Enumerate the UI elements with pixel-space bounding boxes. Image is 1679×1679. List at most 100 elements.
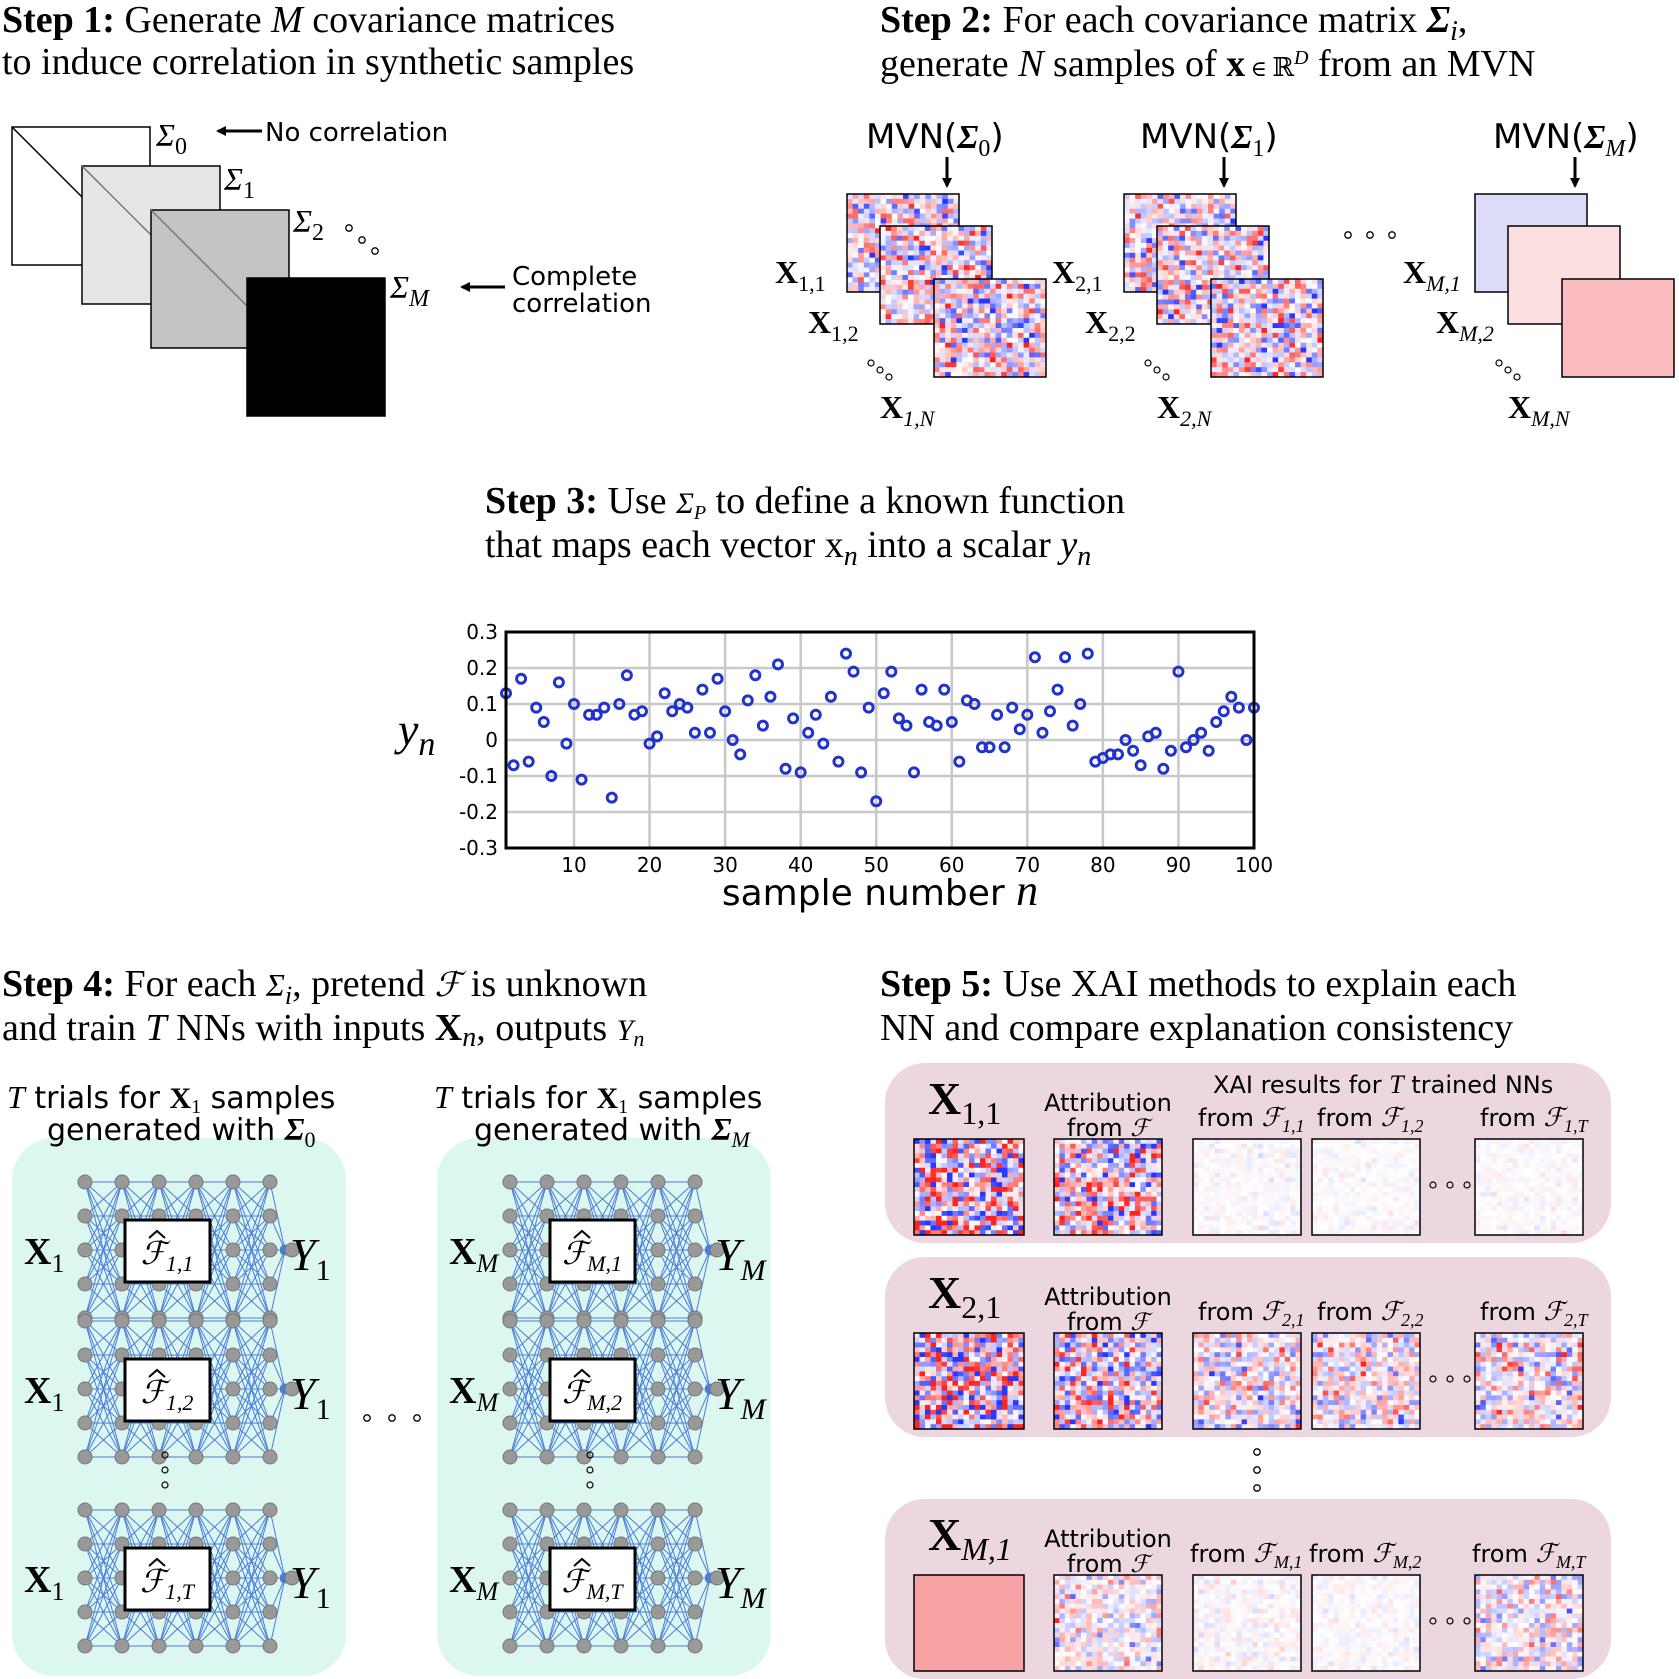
nn-node: [502, 1638, 518, 1654]
xai-result-heatmap-border: [1474, 1574, 1584, 1672]
xai-result-heatmap-border: [1192, 1332, 1302, 1430]
x-tick-label: 20: [637, 853, 662, 877]
y-tick-label: -0.2: [459, 800, 498, 824]
nn-node: [114, 1174, 130, 1190]
panel-title-line1: T trials for X1 samples: [434, 1079, 762, 1118]
ellipsis-dot: [161, 1481, 169, 1489]
xai-result-heatmap-border: [1311, 1332, 1421, 1430]
sigmaM-label: ΣM: [389, 269, 431, 312]
step5-title-line1: Step 5: Use XAI methods to explain each: [880, 963, 1516, 1005]
x-tick-label: 70: [1015, 853, 1040, 877]
nn-node: [650, 1638, 666, 1654]
data-point: [636, 705, 648, 718]
data-point: [681, 701, 694, 714]
ellipsis-dot: [885, 373, 893, 381]
nn-node: [502, 1536, 518, 1552]
hat-icon: [573, 1557, 591, 1567]
nn-node: [225, 1638, 241, 1654]
data-point: [704, 726, 716, 739]
nn-node: [650, 1347, 666, 1363]
nn-node: [502, 1174, 518, 1190]
data-point: [1202, 744, 1215, 757]
nn-node: [225, 1449, 241, 1465]
sample-label-n: XM,N: [1508, 389, 1571, 431]
data-point: [620, 669, 633, 682]
nn-node: [262, 1313, 278, 1329]
nn-output-node: [284, 1381, 300, 1397]
ellipsis-dot: [586, 1451, 594, 1459]
nn-input-label: X1: [24, 1231, 64, 1278]
data-point: [1006, 701, 1019, 714]
nn-node: [687, 1313, 703, 1329]
data-point: [809, 708, 822, 721]
nn-node: [77, 1536, 93, 1552]
x-axis-label-visual: sample number n: [722, 866, 1038, 915]
step1-m: M: [270, 0, 305, 41]
xai-sample-matrix: [913, 1574, 1025, 1672]
nn-node: [114, 1502, 130, 1518]
data-point: [1195, 726, 1208, 739]
ellipsis-dot: [358, 236, 366, 244]
data-point: [1225, 690, 1238, 703]
data-point: [824, 690, 837, 703]
step4-section: Step 4: For each Σi, pretend ℱ is unknow…: [2, 963, 771, 1676]
nn-node: [77, 1276, 93, 1292]
data-point: [643, 737, 656, 750]
nn-node: [262, 1208, 278, 1224]
panel-title-line1: T trials for X1 samples: [7, 1079, 335, 1118]
step3-section: Step 3: Use ΣP to define a known functio…: [394, 480, 1273, 915]
nn-node: [77, 1313, 93, 1329]
data-point: [885, 665, 898, 678]
nn-node: [539, 1638, 555, 1654]
step2-section: Step 2: For each covariance matrix Σi, g…: [775, 0, 1675, 431]
data-point: [590, 708, 603, 721]
sample-heatmap: [933, 278, 1047, 378]
nn-node: [687, 1381, 703, 1397]
nn-node: [613, 1174, 629, 1190]
nn-output-label: YM: [715, 1229, 768, 1287]
ellipsis-dot: [586, 1466, 594, 1474]
attribution-heatmap: [1053, 1574, 1163, 1672]
data-point: [560, 737, 573, 750]
nn-output-node: [709, 1570, 725, 1586]
nn-output-node: [709, 1242, 725, 1258]
nn-node: [502, 1381, 518, 1397]
ellipsis-dot: [1144, 359, 1152, 367]
model-label: ℱM,1: [562, 1235, 622, 1276]
data-point: [998, 741, 1011, 754]
x-tick-label: 30: [712, 853, 737, 877]
model-box: [548, 1357, 637, 1423]
data-point: [605, 791, 618, 804]
xai-sample-heatmap: [913, 1138, 1025, 1236]
data-point: [1044, 705, 1056, 718]
attribution-label-1: Attribution: [1044, 1525, 1172, 1553]
step2-ellipsis-dots: [1344, 231, 1396, 239]
sample-heatmap-border: [1210, 278, 1324, 378]
data-point: [817, 737, 830, 750]
step5-title-line2: NN and compare explanation consistency: [880, 1007, 1513, 1049]
data-point: [945, 716, 958, 728]
data-point: [1074, 698, 1087, 710]
nn-node: [262, 1570, 278, 1586]
nn-input-label: X1: [24, 1370, 64, 1417]
xai-result-heatmap: [1474, 1138, 1584, 1236]
mvn-label-2: MVN(ΣM): [1493, 117, 1639, 162]
xai-sample-heatmap-border: [913, 1332, 1025, 1430]
data-point: [877, 687, 890, 700]
mvn-group-2: MVN(ΣM)XM,1XM,2XM,N: [1403, 117, 1675, 431]
data-point: [1021, 708, 1034, 721]
ellipsis-dot: [1513, 373, 1521, 381]
attribution-heatmap: [1053, 1138, 1163, 1236]
model-box: [123, 1546, 212, 1612]
nn-node: [576, 1502, 592, 1518]
data-point: [787, 712, 800, 725]
data-point: [1028, 651, 1041, 664]
nn-node: [262, 1174, 278, 1190]
ellipsis-dot: [1446, 1617, 1454, 1625]
sample-label-2: X1,2: [808, 304, 859, 346]
nn-node: [650, 1242, 666, 1258]
nn-node: [151, 1502, 167, 1518]
nn-node: [650, 1276, 666, 1292]
neural-network: ℱ1,2: [77, 1313, 300, 1465]
